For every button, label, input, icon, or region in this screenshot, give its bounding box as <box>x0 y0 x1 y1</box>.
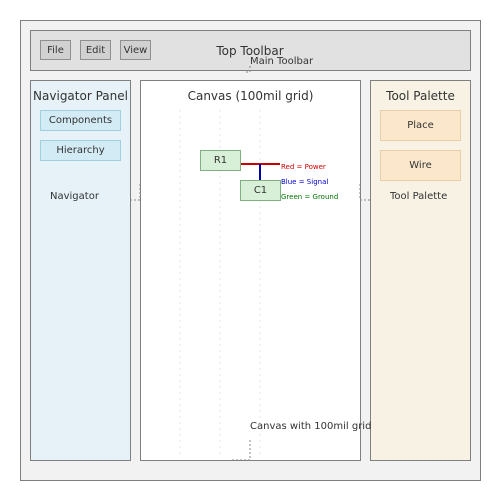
canvas-title: Canvas (100mil grid) <box>187 89 314 103</box>
navigator-title: Navigator Panel <box>33 89 128 103</box>
edit-menu-button[interactable]: Edit <box>80 40 111 60</box>
legend-ground: Green = Ground <box>281 193 339 201</box>
navigator-panel <box>30 80 131 461</box>
legend-power: Red = Power <box>281 163 326 171</box>
canvas-panel <box>140 80 361 461</box>
navigator-label: Navigator <box>50 191 99 202</box>
view-menu-button[interactable]: View <box>120 40 151 60</box>
tool-palette-label: Tool Palette <box>390 191 448 202</box>
nav-item-hierarchy[interactable]: Hierarchy <box>40 140 121 161</box>
file-menu-button[interactable]: File <box>40 40 71 60</box>
tool-wire-button[interactable]: Wire <box>380 150 461 181</box>
nav-item-components[interactable]: Components <box>40 110 121 131</box>
tool-palette-panel <box>370 80 471 461</box>
tool-place-button[interactable]: Place <box>380 110 461 141</box>
component-c1[interactable]: C1 <box>240 180 281 201</box>
toolbar-title: Top Toolbar <box>216 44 284 58</box>
component-r1[interactable]: R1 <box>200 150 241 171</box>
tool-palette-title: Tool Palette <box>386 89 455 103</box>
main-toolbar-label: Main Toolbar <box>250 56 314 67</box>
canvas-grid-label: Canvas with 100mil grid <box>250 421 372 432</box>
legend-signal: Blue = Signal <box>281 178 329 186</box>
